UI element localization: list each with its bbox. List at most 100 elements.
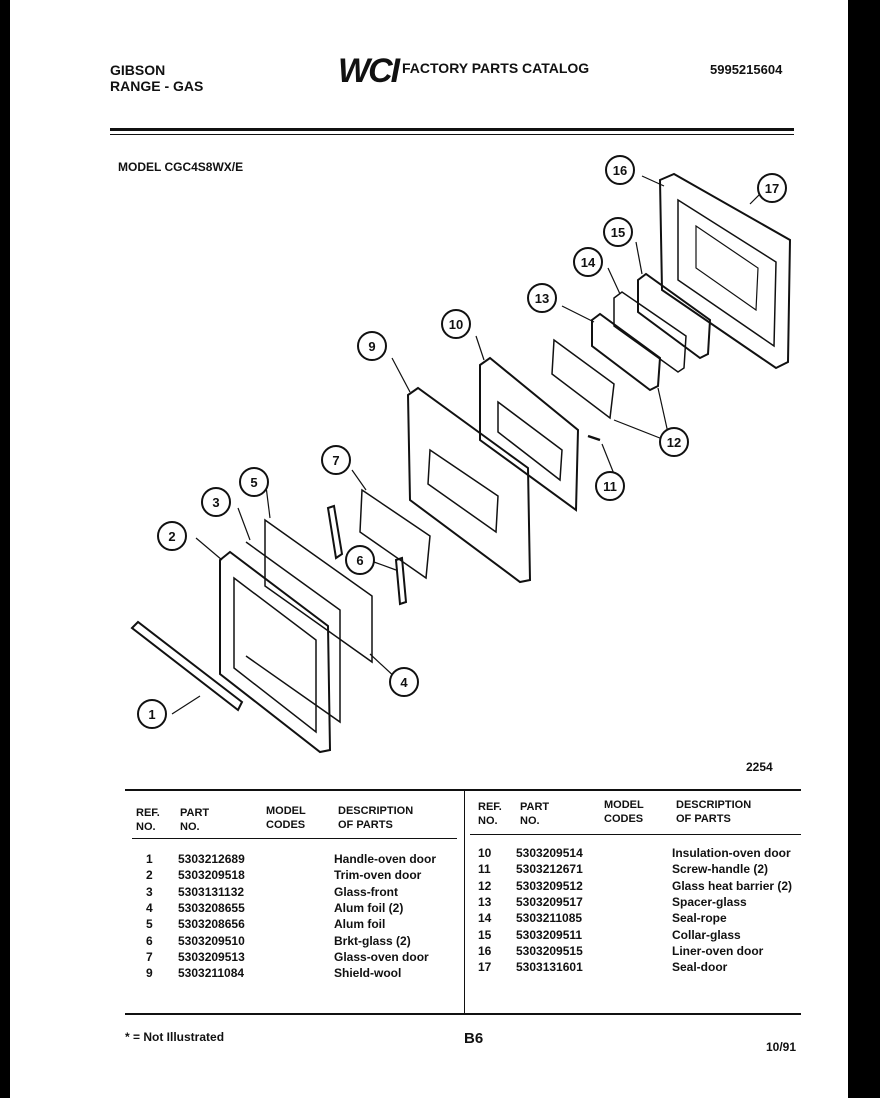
description-cell: Shield-wool [334, 966, 402, 981]
part-number-cell: 5303209510 [178, 933, 245, 948]
liner-part [658, 172, 792, 370]
svg-text:15: 15 [611, 225, 625, 240]
callout-12: 12 [659, 427, 689, 457]
callout-14: 14 [573, 247, 603, 277]
table-header-rule-left [132, 838, 457, 839]
ref-cell: 6 [146, 933, 153, 948]
callout-1: 1 [137, 699, 167, 729]
callout-3: 3 [201, 487, 231, 517]
callout-13: 13 [527, 283, 557, 313]
ref-cell: 10 [478, 846, 492, 860]
glass-front-part [245, 541, 341, 724]
description-cell: Alum foil [334, 917, 386, 932]
callout-2: 2 [157, 521, 187, 551]
svg-text:4: 4 [400, 675, 408, 690]
svg-text:7: 7 [332, 453, 339, 468]
description-cell: Glass-front [334, 884, 399, 899]
part-number-cell: 5303209513 [178, 949, 245, 964]
callout-9: 9 [357, 331, 387, 361]
table-rule-top [125, 789, 801, 791]
handle-part [130, 620, 244, 712]
svg-text:1: 1 [148, 707, 155, 722]
svg-text:3: 3 [212, 495, 219, 510]
part-number-cell: 5303131601 [516, 960, 583, 975]
svg-text:12: 12 [667, 435, 681, 450]
spacer-part [591, 312, 662, 392]
description-cell: Seal-door [672, 960, 728, 975]
brand-name: GIBSON [110, 62, 166, 78]
callout-10: 10 [441, 309, 471, 339]
callout-11: 11 [595, 471, 625, 501]
glass-part [359, 488, 431, 580]
ref-cell: 17 [478, 960, 492, 975]
description-cell: Seal-rope [672, 911, 727, 926]
table-divider [464, 789, 465, 1014]
trim-part [219, 550, 332, 754]
ref-cell: 11 [478, 862, 491, 877]
part-number-cell: 5303211085 [516, 911, 583, 926]
product-type: RANGE - GAS [110, 78, 204, 94]
part-number-cell: 5303209514 [516, 846, 583, 860]
svg-text:2: 2 [168, 529, 175, 544]
wci-logo: WCI [338, 52, 400, 90]
ref-cell: 1 [146, 852, 153, 866]
ref-cell: 13 [478, 894, 492, 909]
print-date: 10/91 [766, 1040, 797, 1054]
catalog-title: FACTORY PARTS CATALOG [402, 60, 590, 76]
description-cell: Collar-glass [672, 927, 741, 942]
part-number-cell: 5303209515 [516, 943, 583, 958]
callout-17: 17 [757, 173, 787, 203]
exploded-parts-diagram: 1 2 3 4 5 6 7 9 10 11 12 13 14 15 16 17 [130, 155, 792, 754]
svg-text:9: 9 [368, 339, 375, 354]
ref-cell: 2 [146, 868, 153, 883]
ref-cell: 5 [146, 917, 153, 932]
callout-16: 16 [605, 155, 635, 185]
collar-part [613, 291, 687, 373]
foil-part [264, 518, 373, 664]
ref-cell: 15 [478, 927, 492, 942]
svg-text:17: 17 [765, 181, 779, 196]
description-cell: Glass-oven door [334, 949, 429, 964]
description-cell: Glass heat barrier (2) [672, 878, 793, 893]
part-number-cell: 5303209518 [178, 868, 245, 883]
description-cell: Spacer-glass [672, 894, 747, 909]
part-number-cell: 5303131132 [178, 884, 245, 899]
description-cell: Alum foil (2) [334, 900, 404, 915]
part-number-cell: 5303212671 [516, 862, 583, 877]
description-cell: Trim-oven door [334, 868, 422, 883]
ref-cell: 12 [478, 878, 492, 893]
description-cell: Screw-handle (2) [672, 862, 769, 877]
ref-cell: 9 [146, 966, 153, 981]
description-cell: Insulation-oven door [672, 846, 791, 860]
part-number-cell: 5303208655 [178, 900, 245, 915]
bracket-part [326, 504, 344, 560]
callout-labels: 1 2 3 4 5 6 7 9 10 11 12 13 14 15 16 17 [137, 155, 787, 729]
part-number-cell: 5303208656 [178, 917, 245, 932]
figure-number: 2254 [746, 760, 773, 774]
header-rule [110, 128, 794, 131]
page-number: B6 [464, 1030, 484, 1047]
table-header-rule-right [470, 834, 801, 835]
header-rule-thin [110, 134, 794, 135]
svg-text:6: 6 [356, 553, 363, 568]
ref-cell: 16 [478, 943, 492, 958]
part-number-cell: 5303212689 [178, 852, 245, 866]
svg-text:14: 14 [581, 255, 596, 270]
ref-cell: 14 [478, 911, 492, 926]
svg-text:11: 11 [603, 479, 617, 494]
catalog-number: 5995215604 [710, 62, 783, 77]
callout-4: 4 [389, 667, 419, 697]
header-ref-right: REF.NO. [478, 801, 502, 827]
callout-7: 7 [321, 445, 351, 475]
callout-6: 6 [345, 545, 375, 575]
part-number-cell: 5303209512 [516, 878, 583, 893]
part-number-cell: 5303211084 [178, 966, 245, 981]
insulation-part [479, 356, 580, 512]
ref-cell: 3 [146, 884, 153, 899]
header-ref-left: REF.NO. [136, 807, 160, 833]
